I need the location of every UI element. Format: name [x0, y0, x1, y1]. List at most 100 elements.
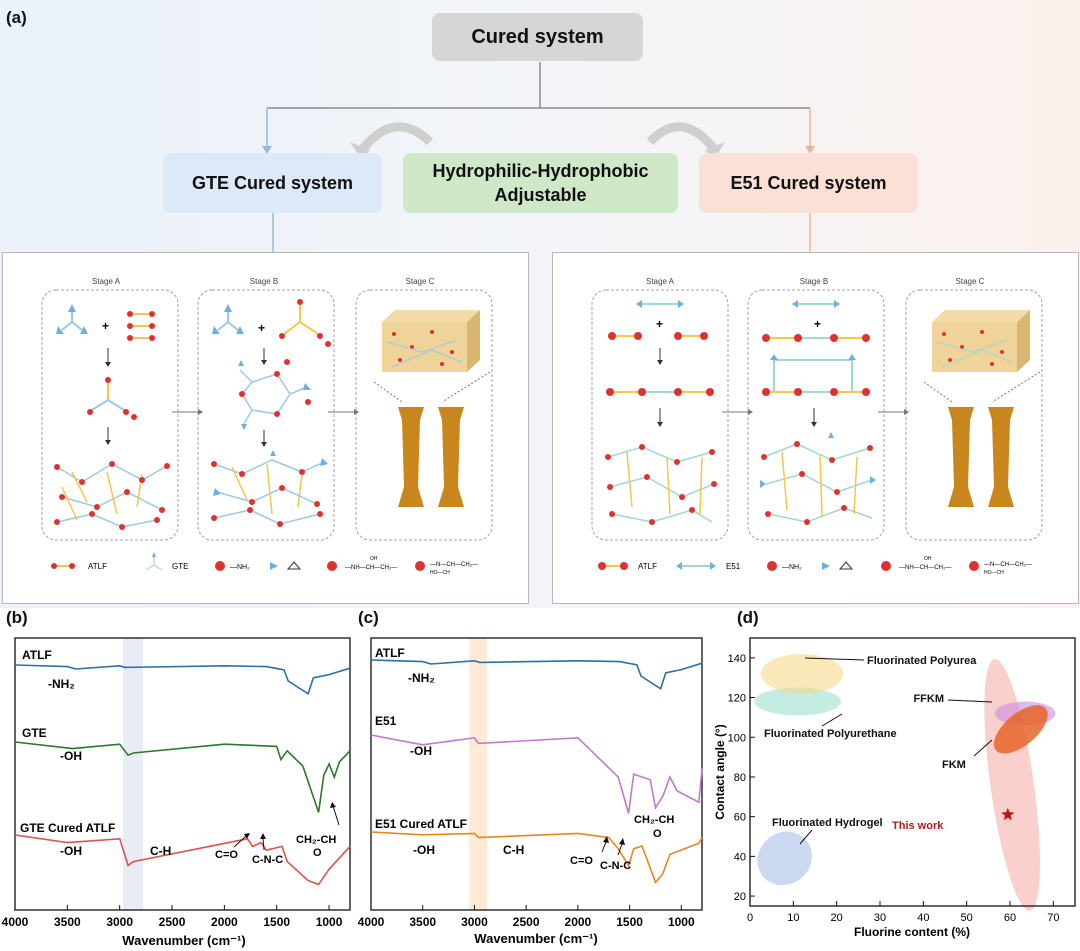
x-tick-label: 2000	[211, 915, 238, 929]
trace-gte	[14, 741, 351, 813]
plot-frame-b	[14, 637, 351, 911]
scheme-connectors	[262, 62, 815, 252]
leader-line	[804, 657, 865, 661]
svg-text:OH: OH	[924, 556, 932, 562]
xlabel-b: Wavenumber (cm⁻¹)	[122, 933, 245, 948]
y-tick-label: 140	[728, 653, 746, 665]
ylabel-d: Contact angle (°)	[713, 724, 727, 819]
hydrophilic-hydrophobic-box: Hydrophilic-Hydrophobic Adjustable	[403, 153, 678, 213]
label-atlf-b: ATLF	[22, 648, 52, 662]
e51-legend: ATLF E51 —NH₂ —NH—CH—CH₂— OH —N—CH—CH₂— …	[598, 556, 1032, 576]
label-ch2ch-b: CH₂-CH	[296, 834, 336, 846]
x-tick-label: 1000	[668, 915, 695, 929]
region-label: Fluorinated Hydrogel	[772, 817, 883, 829]
x-tick-label: 3000	[461, 915, 488, 929]
gte-scheme-panel: Stage A Stage B Stage C + +	[2, 252, 529, 604]
stage-c-label-right: Stage C	[956, 277, 985, 286]
region-label: Fluorinated Polyurethane	[764, 728, 897, 740]
stage-c-label-left: Stage C	[406, 277, 435, 286]
x-tick-label: 2500	[513, 915, 540, 929]
e51-cured-system-box: E51 Cured system	[699, 153, 918, 213]
leader-line	[821, 713, 843, 727]
trace-atlf	[14, 664, 351, 696]
panel-label-b: (b)	[6, 608, 28, 627]
x-tick-label: 4000	[358, 915, 385, 929]
network-b-right	[760, 432, 876, 525]
legend-atlf-right: ATLF	[638, 562, 657, 571]
x-tick-label: 50	[961, 912, 973, 924]
label-oh-b2: -OH	[60, 844, 82, 858]
legend-e51: E51	[726, 562, 741, 571]
svg-text:OH: OH	[370, 556, 378, 562]
network-b-left	[211, 450, 328, 527]
e51-scheme-panel: Stage A Stage B Stage C + +	[552, 252, 1079, 604]
label-oh-c1: -OH	[410, 744, 432, 758]
region-fluorinated-hydrogel	[757, 831, 812, 886]
x-tick-label: 4000	[2, 915, 29, 929]
legend-nh2-right: —NH₂	[782, 564, 802, 571]
gte-cured-system-box: GTE Cured system	[163, 153, 382, 213]
legend-nh2-left: —NH₂	[230, 564, 250, 571]
y-tick-label: 80	[734, 772, 746, 784]
svg-text:—NH—CH—CH₂—: —NH—CH—CH₂—	[899, 565, 951, 571]
middle-box-line-2: Adjustable	[494, 185, 587, 205]
network-a-right	[605, 444, 717, 525]
band-highlight-b	[123, 638, 143, 910]
label-oh-c2: -OH	[413, 843, 435, 857]
stage-b-label-right: Stage B	[800, 277, 828, 286]
panel-label-a: (a)	[6, 8, 27, 27]
region-label: FFKM	[913, 693, 944, 705]
legend-formula-1-left: —NH—CH—CH₂—	[345, 565, 397, 571]
svg-text:HO—CH: HO—CH	[984, 570, 1004, 576]
trace-e51-cured-atlf	[370, 831, 703, 884]
label-e51-cured-atlf: E51 Cured ATLF	[375, 817, 467, 831]
svg-text:+: +	[656, 317, 663, 331]
label-oh-b1: -OH	[60, 749, 82, 763]
x-tick-label: 30	[874, 912, 886, 924]
region-label: This work	[892, 820, 944, 832]
panel-label-c: (c)	[358, 608, 379, 627]
y-tick-label: 100	[728, 732, 746, 744]
x-tick-label: 3500	[409, 915, 436, 929]
legend-gte: GTE	[172, 562, 188, 571]
x-tick-label: 40	[917, 912, 929, 924]
label-ch-c: C-H	[503, 843, 524, 857]
cured-block-icon	[382, 310, 480, 372]
x-tick-label: 2000	[565, 915, 592, 929]
y-tick-label: 20	[734, 891, 746, 903]
network-a-left	[54, 461, 170, 530]
xlabel-c: Wavenumber (cm⁻¹)	[474, 931, 597, 946]
dumbbell-specimen-icon	[398, 407, 464, 507]
trace-atlf	[370, 659, 703, 691]
region-fkm	[993, 705, 1048, 754]
region-fluorinated-polyurea	[760, 653, 844, 694]
svg-text:+: +	[258, 321, 265, 335]
y-tick-label: 60	[734, 812, 746, 824]
stage-a-label-left: Stage A	[92, 277, 121, 286]
region-wide-fluorine	[984, 659, 1040, 911]
leader-line	[973, 739, 993, 757]
svg-text:+: +	[814, 317, 821, 331]
x-tick-label: 20	[831, 912, 843, 924]
y-tick-label: 40	[734, 851, 746, 863]
x-tick-label: 60	[1004, 912, 1016, 924]
x-tick-label: 3000	[106, 915, 133, 929]
atlf-molecule-icon	[127, 311, 155, 341]
region-label: Fluorinated Polyurea	[867, 655, 977, 667]
cured-system-box: Cured system	[432, 13, 643, 61]
label-co-c: C=O	[570, 855, 593, 867]
band-highlight-c	[469, 638, 487, 910]
xlabel-d: Fluorine content (%)	[854, 925, 970, 939]
legend-atlf-left: ATLF	[88, 562, 107, 571]
trace-e51	[370, 734, 703, 814]
x-tick-label: 70	[1047, 912, 1059, 924]
label-nh2-c: -NH₂	[408, 671, 435, 685]
leader-line	[947, 699, 993, 703]
label-gte-b: GTE	[22, 726, 47, 740]
gte-molecule-icon	[56, 304, 88, 334]
panel-label-d: (d)	[737, 608, 759, 627]
x-tick-label: 10	[787, 912, 799, 924]
label-nh2-b: -NH₂	[48, 677, 75, 691]
gte-legend: ATLF GTE —NH₂ —NH—CH—CH₂— OH —N—CH—CH₂— …	[51, 552, 478, 576]
